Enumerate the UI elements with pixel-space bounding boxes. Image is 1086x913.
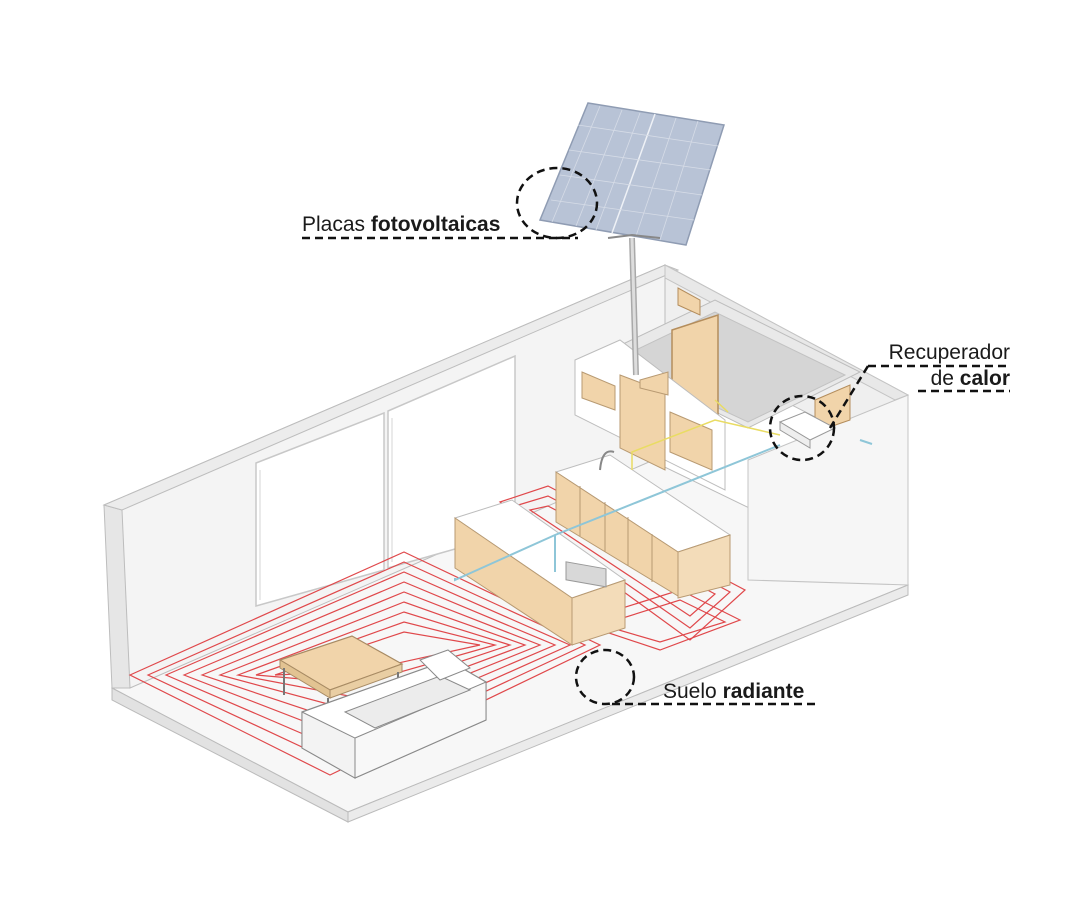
marker-recuperador-circle [768, 364, 1010, 462]
ventilation-ducts [454, 399, 873, 582]
marker-suelo-circle [574, 648, 818, 706]
label-recuperador-de: de [930, 367, 954, 390]
marker-placas-circle [302, 166, 599, 240]
coffee-table [278, 635, 404, 720]
label-recuperador-line2: de calor [931, 367, 1010, 391]
window-left [255, 411, 385, 607]
label-recuperador-line1: Recuperador [889, 341, 1010, 365]
kitchen-counter [554, 450, 732, 599]
label-placas-normal: Placas [302, 213, 366, 236]
label-suelo-normal: Suelo [663, 680, 717, 703]
solar-panel [538, 102, 725, 376]
upper-cabinets [574, 339, 726, 491]
label-placas-bold: fotovoltaicas [370, 213, 501, 236]
label-recuperador-text: Recuperador [888, 341, 1010, 364]
sofa [301, 649, 487, 779]
label-recuperador-bold: calor [959, 367, 1010, 390]
label-suelo-bold: radiante [722, 680, 805, 703]
label-suelo-radiante: Suelo radiante [663, 680, 804, 704]
label-placas-fotovoltaicas: Placas fotovoltaicas [302, 213, 500, 237]
